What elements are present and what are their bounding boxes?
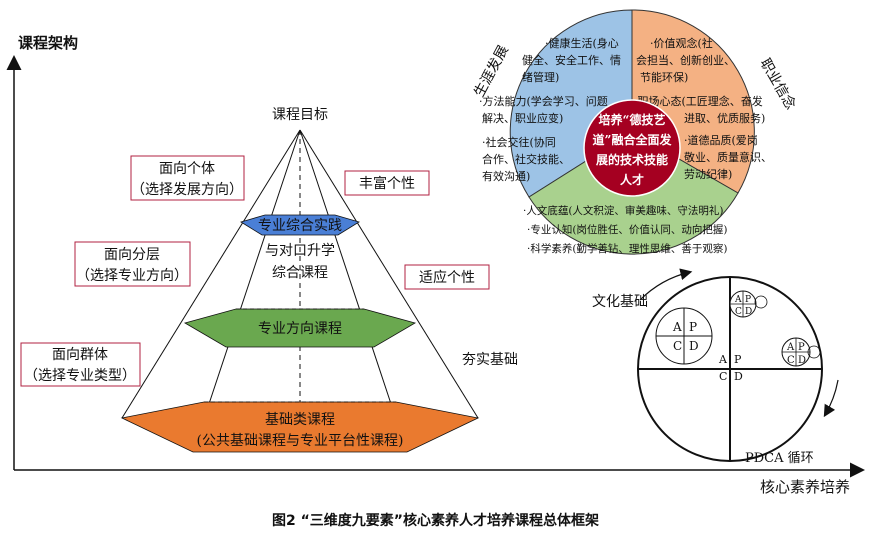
pdca-small-top-P: P — [745, 295, 751, 305]
culture-base-label: 文化基础 — [592, 293, 648, 310]
left-box-group-line1: 面向群体 — [52, 347, 108, 363]
pdca-small-top-A: A — [734, 295, 742, 305]
figure-caption: 图2 “三维度九要素”核心素养人才培养课程总体框架 — [271, 513, 600, 529]
right-box-adapt — [404, 264, 490, 290]
left-box-layered-line1: 面向分层 — [104, 247, 160, 263]
right-box-adapt-text: 适应个性 — [419, 269, 475, 286]
pdca-cycle-label: PDCA 循环 — [745, 451, 814, 466]
blue-item-1-line3: 绪管理) — [522, 70, 559, 84]
center-core-line4: 人才 — [620, 172, 644, 187]
pdca-small-right-D: D — [798, 355, 806, 366]
pdca-mid-P: P — [689, 320, 697, 334]
center-core — [583, 99, 681, 197]
right-box-enrich — [344, 170, 430, 196]
green-item-3: ·科学素养(勤学善钻、理性思维、善于观察) — [527, 242, 728, 255]
left-box-group-line2: （选择专业类型） — [24, 368, 136, 384]
left-box-layered — [74, 241, 191, 287]
pyramid-edge-inner-right — [299, 129, 408, 453]
orange-item-3-line2: 敬业、质量意识、 — [684, 150, 772, 164]
pdca-mid-A: A — [672, 320, 682, 334]
blue-item-3-line2: 合作、社交技能、 — [482, 152, 570, 166]
pdca-mid-D: D — [689, 339, 699, 353]
orange-item-1-line3: 节能环保) — [640, 70, 688, 84]
pyramid-edge-right — [299, 129, 479, 419]
pdca-small-top-C: C — [735, 307, 742, 317]
pdca-small-right-A: A — [786, 342, 795, 353]
pdca-cycle-arrow-2 — [823, 379, 839, 418]
left-box-layered-line2: （选择专业方向） — [76, 268, 188, 284]
pdca-small-right-P: P — [798, 342, 805, 353]
blue-item-3-line1: ·社会交往(协同 — [482, 135, 556, 149]
axes: 课程架构 核心素养培养 — [6, 34, 865, 496]
orange-item-2-line1: ·职场心态(工匠理念、奋发 — [634, 94, 763, 108]
blue-item-1-line1: ·健康生活(身心 — [545, 36, 619, 50]
center-core-line3: 展的技术技能 — [596, 152, 668, 167]
pdca-center-A: A — [718, 353, 728, 366]
pdca-mid-C: C — [673, 339, 682, 353]
center-core-line1: 培养“德技艺 — [599, 112, 666, 127]
curriculum-pyramid: 基础类课程 (公共基础课程与专业平台性课程) 专业方向课程 专业综合实践 与对口… — [20, 107, 518, 453]
blue-item-2-line2: 解决、职业应变) — [482, 111, 563, 125]
pdca-cycle: 文化基础 A P C D A P C D A P C D A P C D — [592, 268, 839, 466]
orange-item-3-line1: ·道德品质(爱岗 — [684, 133, 758, 147]
center-core-line2: 道”融合全面发 — [593, 132, 673, 147]
blue-item-1-line2: 健全、安全工作、情 — [522, 53, 621, 67]
pdca-cycle-arrow — [639, 268, 693, 301]
left-box-individual-line2: （选择发展方向） — [131, 182, 243, 198]
green-item-2: ·专业认知(岗位胜任、价值认同、动向把握) — [527, 223, 728, 236]
pyramid-edge-inner-left — [192, 129, 301, 453]
orange-item-3-line3: 劳动纪律) — [684, 168, 732, 181]
orange-item-1-line2: 会担当、创新创业、 — [636, 53, 735, 67]
left-box-individual-line1: 面向个体 — [159, 161, 215, 177]
y-axis-label: 课程架构 — [18, 34, 78, 52]
orange-item-2-line2: 进取、优质服务) — [684, 112, 765, 125]
core-literacy-circle: 生涯发展 职业信念 ·健康生活(身心 健全、安全工作、情 绪管理) ·方法能力(… — [471, 9, 800, 255]
left-box-individual — [130, 155, 245, 201]
right-label-foundation: 夯实基础 — [462, 351, 518, 368]
pdca-center-C: C — [719, 370, 727, 383]
pyramid-layer-top — [240, 214, 360, 236]
pdca-tiny-top — [754, 295, 768, 309]
orange-item-1-line1: ·价值观念(社 — [650, 36, 713, 50]
arc-label-professional-belief: 职业信念 — [757, 56, 800, 113]
blue-item-2-line1: ·方法能力(学会学习、问题 — [479, 94, 608, 108]
pdca-center-D: D — [734, 370, 743, 383]
pyramid-layer-top-line2: 与对口升学 — [265, 243, 335, 259]
pdca-center-P: P — [734, 353, 742, 366]
pyramid-layer-top-line3: 综合课程 — [272, 265, 328, 281]
pdca-tiny-right — [807, 345, 821, 359]
pdca-small-top-D: D — [745, 307, 752, 317]
pyramid-edge-left — [121, 129, 301, 419]
right-box-enrich-text: 丰富个性 — [359, 175, 415, 192]
pyramid-layer-middle-line1: 专业方向课程 — [258, 321, 342, 337]
blue-item-3-line3: 有效沟通) — [482, 169, 530, 183]
x-axis-label: 核心素养培养 — [760, 478, 850, 496]
pyramid-apex-label: 课程目标 — [272, 107, 328, 123]
green-item-1: ·人文底蕴(人文积淀、审美趣味、守法明礼) — [523, 204, 724, 217]
pdca-small-right-C: C — [787, 355, 795, 366]
pyramid-layer-top-line1: 专业综合实践 — [258, 218, 342, 234]
pyramid-layer-base-line2: (公共基础课程与专业平台性课程) — [197, 432, 404, 449]
arc-label-career-development: 生涯发展 — [471, 43, 511, 100]
pyramid-layer-base-line1: 基础类课程 — [265, 411, 335, 428]
left-box-group — [20, 342, 141, 387]
